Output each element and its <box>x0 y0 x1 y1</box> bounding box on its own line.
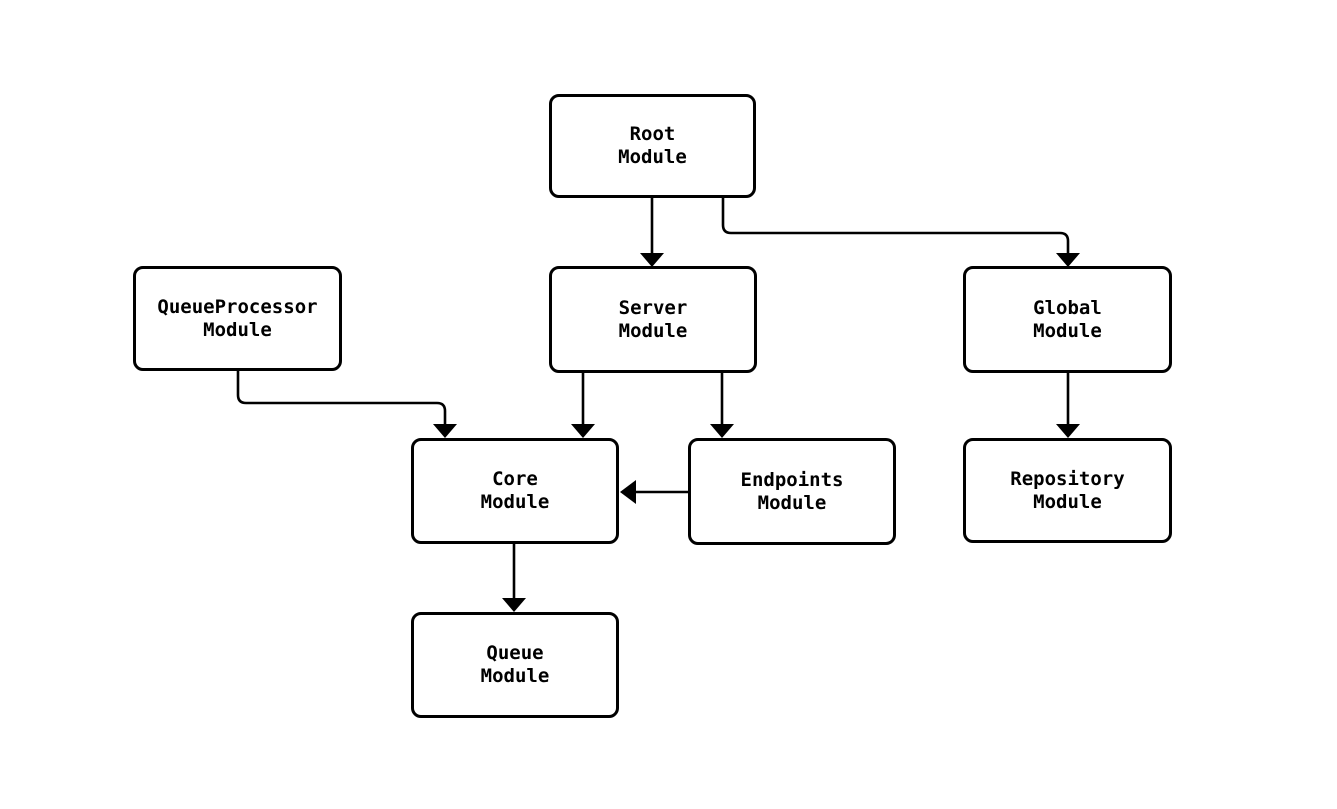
edge-root-to-server <box>640 198 664 267</box>
edge-endpoints-to-core <box>620 480 688 504</box>
node-endpoints-module: Endpoints Module <box>688 438 896 545</box>
edge-queueprocessor-to-core <box>236 370 457 438</box>
node-label: Root Module <box>618 123 687 168</box>
arrowhead-left-icon <box>620 480 636 504</box>
edge-global-to-repository <box>1056 373 1080 438</box>
node-queueprocessor-module: QueueProcessor Module <box>133 266 342 371</box>
node-server-module: Server Module <box>549 266 757 373</box>
node-label: Endpoints Module <box>740 468 844 514</box>
arrowhead-down-icon <box>1056 424 1080 438</box>
arrowhead-down-icon <box>1056 253 1080 267</box>
arrowhead-down-icon <box>571 424 595 438</box>
edge-server-to-endpoints <box>710 373 734 438</box>
node-repository-module: Repository Module <box>963 438 1172 543</box>
node-label: Global Module <box>1033 296 1102 342</box>
arrowhead-down-icon <box>433 424 457 438</box>
edge-server-to-core <box>571 373 595 438</box>
node-core-module: Core Module <box>411 438 619 544</box>
node-label: Core Module <box>480 468 550 513</box>
node-global-module: Global Module <box>963 266 1172 373</box>
node-root-module: Root Module <box>549 94 756 198</box>
node-queue-module: Queue Module <box>411 612 619 718</box>
arrowhead-down-icon <box>640 253 664 267</box>
edge-root-to-global <box>721 197 1080 267</box>
arrowhead-down-icon <box>502 598 526 612</box>
node-label: Queue Module <box>480 642 550 687</box>
node-label: Server Module <box>618 296 688 342</box>
arrowhead-down-icon <box>710 424 734 438</box>
edge-core-to-queue <box>502 544 526 612</box>
node-label: Repository Module <box>1010 467 1125 513</box>
node-label: QueueProcessor Module <box>157 295 318 341</box>
